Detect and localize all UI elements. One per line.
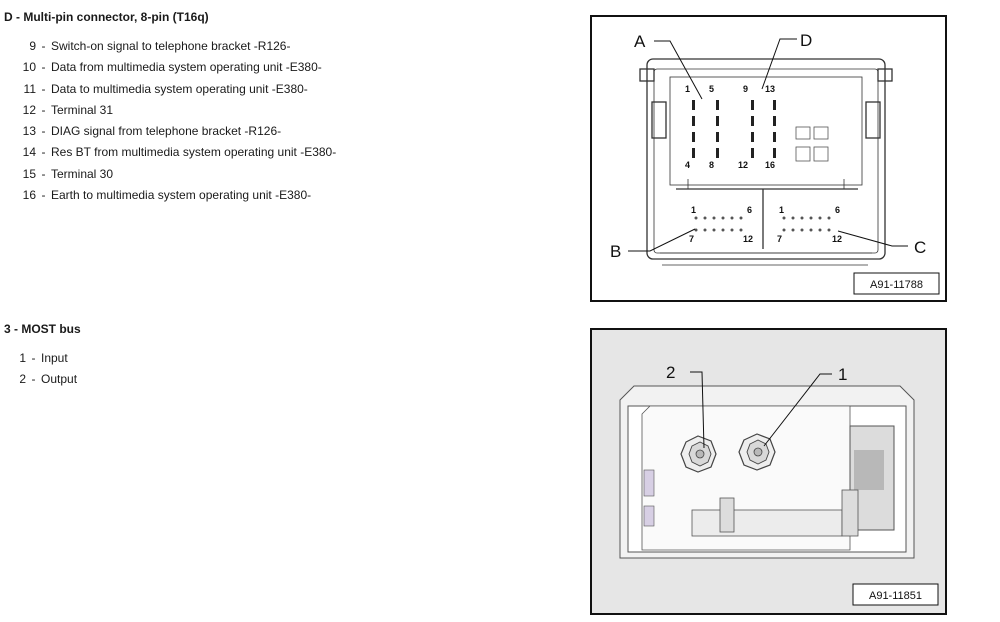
separator: - xyxy=(41,81,46,96)
pin-description: Data from multimedia system operating un… xyxy=(51,60,322,75)
pin-number: 13 xyxy=(22,124,36,139)
pin-number: 10 xyxy=(22,60,36,75)
list-item: 9-Switch-on signal to telephone bracket … xyxy=(0,38,336,59)
figure-id-box xyxy=(852,583,939,606)
section-3-pin-list: 1-Input 2-Output xyxy=(6,350,77,393)
pin-number: 9 xyxy=(29,39,36,53)
callout-b: B xyxy=(610,242,621,261)
pin-label: 12 xyxy=(738,160,748,170)
callout-a: A xyxy=(634,32,646,51)
list-item: 14-Res BT from multimedia system operati… xyxy=(0,144,337,165)
most-base-plate xyxy=(691,509,843,537)
pin-label: 9 xyxy=(743,84,748,94)
pin-description: Res BT from multimedia system operating … xyxy=(51,145,337,160)
most-connector-illustration: 2 1 A91-11851 xyxy=(619,363,939,606)
pin-number: 14 xyxy=(22,145,36,160)
connector-figure-t16q: 1 5 9 13 4 8 12 16 1 6 7 12 1 6 7 12 A D xyxy=(590,15,947,302)
pin-label: 16 xyxy=(765,160,775,170)
pin-label: 5 xyxy=(709,84,714,94)
pin-label: 7 xyxy=(777,234,782,244)
separator: - xyxy=(41,102,46,117)
pin-label: 7 xyxy=(689,234,694,244)
separator: - xyxy=(41,166,46,181)
connector-housing xyxy=(646,58,886,260)
figure-id-box xyxy=(853,272,940,295)
most-bus-connector-figure: 2 1 A91-11851 xyxy=(590,328,947,615)
pin-description: Input xyxy=(41,351,68,365)
list-item: 1-Input xyxy=(6,350,77,371)
lower-pin-dots xyxy=(694,216,831,232)
separator: - xyxy=(41,124,46,139)
section-d-title: D - Multi-pin connector, 8-pin (T16q) xyxy=(4,10,209,24)
pin-label: 8 xyxy=(709,160,714,170)
pin-label: 12 xyxy=(743,234,753,244)
callout-leader-2 xyxy=(690,371,705,449)
callout-leader-d xyxy=(761,38,797,90)
figure-id: A91-11788 xyxy=(870,279,923,291)
callout-leader-a xyxy=(654,40,703,100)
separator: - xyxy=(41,145,46,160)
callout-2: 2 xyxy=(666,363,675,382)
connector-illustration: 1 5 9 13 4 8 12 16 1 6 7 12 1 6 7 12 A D xyxy=(610,31,940,295)
separator: - xyxy=(31,372,36,387)
separator: - xyxy=(41,39,46,53)
separator: - xyxy=(41,60,46,75)
pin-label: 1 xyxy=(779,205,784,215)
pin-label: 13 xyxy=(765,84,775,94)
section-d-pin-list: 9-Switch-on signal to telephone bracket … xyxy=(0,38,337,208)
pin-label: 1 xyxy=(691,205,696,215)
pin-label: 12 xyxy=(832,234,842,244)
pin-description: Terminal 31 xyxy=(51,102,114,117)
pin-number: 12 xyxy=(22,102,36,117)
list-item: 15-Terminal 30 xyxy=(0,166,336,187)
callout-d: D xyxy=(800,31,812,50)
pin-description: Earth to multimedia system operating uni… xyxy=(51,188,312,203)
list-item: 2-Output xyxy=(6,371,77,392)
pin-label: 6 xyxy=(835,205,840,215)
pin-number: 1 xyxy=(19,351,26,365)
separator: - xyxy=(41,188,46,203)
callout-leader-1 xyxy=(763,373,832,447)
pin-description: DIAG signal from telephone bracket -R126… xyxy=(51,124,282,139)
side-latch-left xyxy=(651,101,667,139)
pin-number: 16 xyxy=(22,188,36,203)
list-item: 16-Earth to multimedia system operating … xyxy=(0,187,336,208)
housing-tab xyxy=(639,68,655,82)
side-latch-right xyxy=(865,101,881,139)
pin-description: Output xyxy=(41,372,78,387)
separator: - xyxy=(31,351,36,365)
housing-tab xyxy=(877,68,893,82)
list-item: 12-Terminal 31 xyxy=(0,102,336,123)
pin-description: Data to multimedia system operating unit… xyxy=(51,81,308,96)
pin-description: Terminal 30 xyxy=(51,166,114,181)
figure-id: A91-11851 xyxy=(869,590,922,602)
upper-pin-blades xyxy=(692,100,776,158)
list-item: 13-DIAG signal from telephone bracket -R… xyxy=(0,123,336,144)
pin-number: 15 xyxy=(22,166,36,181)
pin-label: 4 xyxy=(685,160,690,170)
pin-number: 2 xyxy=(19,372,26,387)
pin-label: 6 xyxy=(747,205,752,215)
callout-leader-b xyxy=(628,228,696,252)
callout-1: 1 xyxy=(838,365,847,384)
section-3-title: 3 - MOST bus xyxy=(4,322,81,336)
pin-number: 11 xyxy=(23,81,36,96)
pin-description: Switch-on signal to telephone bracket -R… xyxy=(51,39,291,53)
callout-c: C xyxy=(914,238,926,257)
list-item: 11-Data to multimedia system operating u… xyxy=(0,81,336,102)
pin-label: 1 xyxy=(685,84,690,94)
callout-leader-c xyxy=(837,230,908,247)
list-item: 10-Data from multimedia system operating… xyxy=(0,59,336,80)
